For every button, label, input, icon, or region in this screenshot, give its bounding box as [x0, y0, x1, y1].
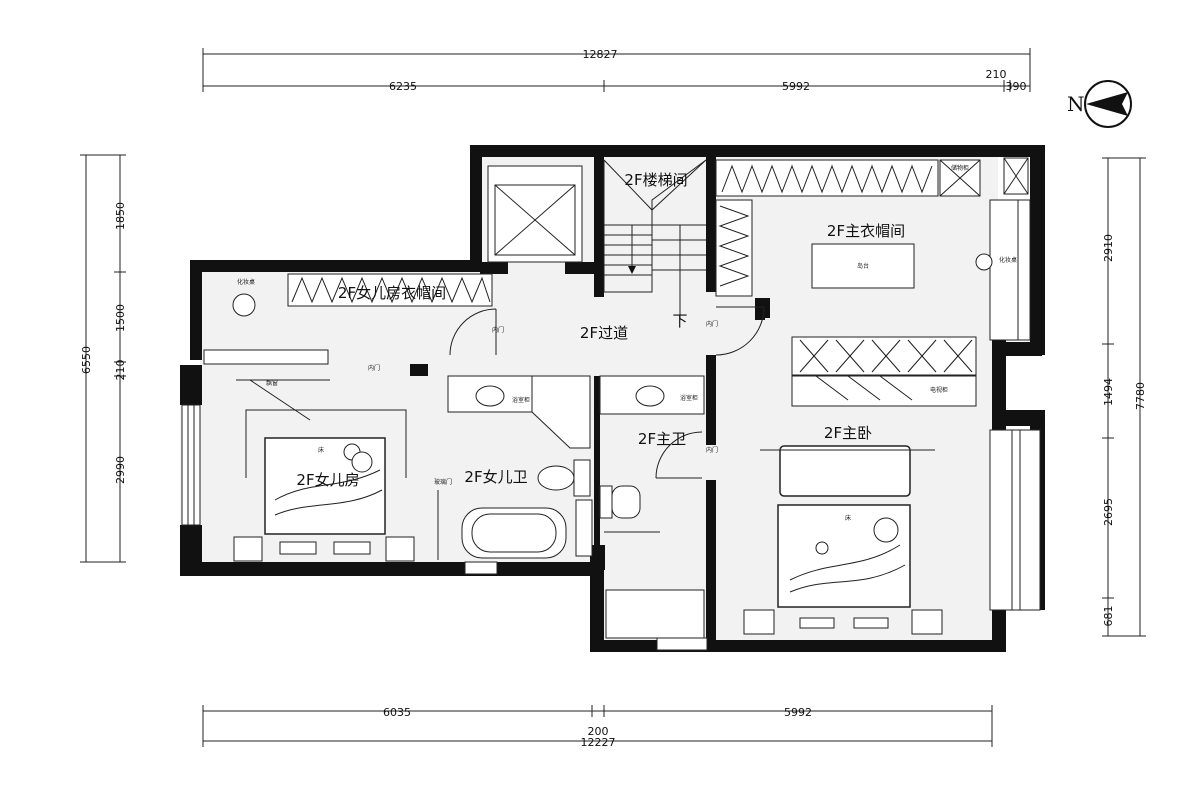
room-daughter-closet-label: 2F女儿房衣帽间 [338, 284, 446, 302]
daughter-bath-fixtures: 浴室柜 玻璃门 [434, 375, 593, 560]
stair-down-mark: 下 [672, 312, 687, 330]
door-label-4: 内门 [368, 364, 380, 372]
master-closet-cabinets: 岛台 化妆桌 储物柜 [715, 157, 1029, 297]
dim-left-2: 1500 [114, 304, 127, 332]
island-label: 岛台 [857, 262, 869, 270]
room-master-bath-label: 2F主卫 [638, 430, 686, 448]
room-daughter-bath-label: 2F女儿卫 [464, 468, 527, 486]
room-daughter-bedroom-label: 2F女儿房 [296, 471, 359, 489]
room-master-bedroom-label: 2F主卧 [824, 424, 872, 442]
room-stair-label: 2F楼梯间 [624, 171, 687, 189]
compass-icon: N [1067, 80, 1132, 128]
dresser-label-right: 化妆桌 [999, 256, 1017, 264]
dim-top-r1: 210 [986, 68, 1007, 81]
door-label-3: 内门 [706, 446, 718, 454]
tv-cabinet-label: 电视柜 [930, 386, 948, 394]
tv-cabinet: 电视柜 [791, 336, 977, 407]
dim-top-mid: 5992 [782, 80, 810, 93]
master-bath-cab-label: 浴室柜 [680, 394, 698, 402]
daughter-bed: 床 飘窗 [233, 379, 415, 562]
right-dimensions [1102, 157, 1146, 637]
room-master-closet-label: 2F主衣帽间 [827, 222, 905, 240]
dim-right-3: 2695 [1102, 498, 1115, 526]
dim-top-r2: 390 [1006, 80, 1027, 93]
stairwell [487, 159, 707, 320]
windows [181, 199, 1041, 651]
dim-right-1: 2910 [1102, 234, 1115, 262]
master-bed-label: 床 [845, 514, 851, 522]
dim-bottom-mid: 200 [588, 725, 609, 738]
daughter-bed-label: 床 [318, 446, 324, 454]
daughter-closet-cabinets: 化妆桌 [203, 273, 493, 365]
dim-left-3: 210 [114, 360, 127, 381]
top-dimensions [202, 48, 1031, 92]
dim-bottom-right: 5992 [784, 706, 812, 719]
bath-cab-label: 浴室柜 [512, 396, 530, 404]
left-dimensions [80, 154, 126, 563]
room-corridor-label: 2F过道 [580, 324, 628, 342]
door-label-2: 内门 [706, 320, 718, 328]
dim-right-4: 681 [1102, 606, 1115, 627]
door-label-1: 内门 [492, 326, 504, 334]
dresser-label-left: 化妆桌 [237, 278, 255, 286]
dim-left-total: 6550 [80, 346, 93, 374]
glass-door-label: 玻璃门 [434, 478, 452, 486]
doors: 内门 内门 内门 内门 [368, 306, 765, 479]
dim-left-4: 2990 [114, 456, 127, 484]
window-seat-label: 飘窗 [266, 379, 278, 387]
master-bed: 床 [743, 445, 943, 635]
dim-bottom-left: 6035 [383, 706, 411, 719]
dim-bottom-total: 12227 [581, 736, 616, 749]
dim-top-left: 6235 [389, 80, 417, 93]
master-bath-fixtures: 浴室柜 [599, 375, 705, 639]
bottom-dimensions [202, 705, 993, 747]
dim-top-total: 12827 [583, 48, 618, 61]
dim-right-2: 1494 [1102, 378, 1115, 406]
dim-left-1: 1850 [114, 202, 127, 230]
compass-north-label: N [1067, 92, 1085, 116]
cabinet-label: 储物柜 [951, 164, 969, 172]
dim-right-total: 7780 [1134, 382, 1147, 410]
